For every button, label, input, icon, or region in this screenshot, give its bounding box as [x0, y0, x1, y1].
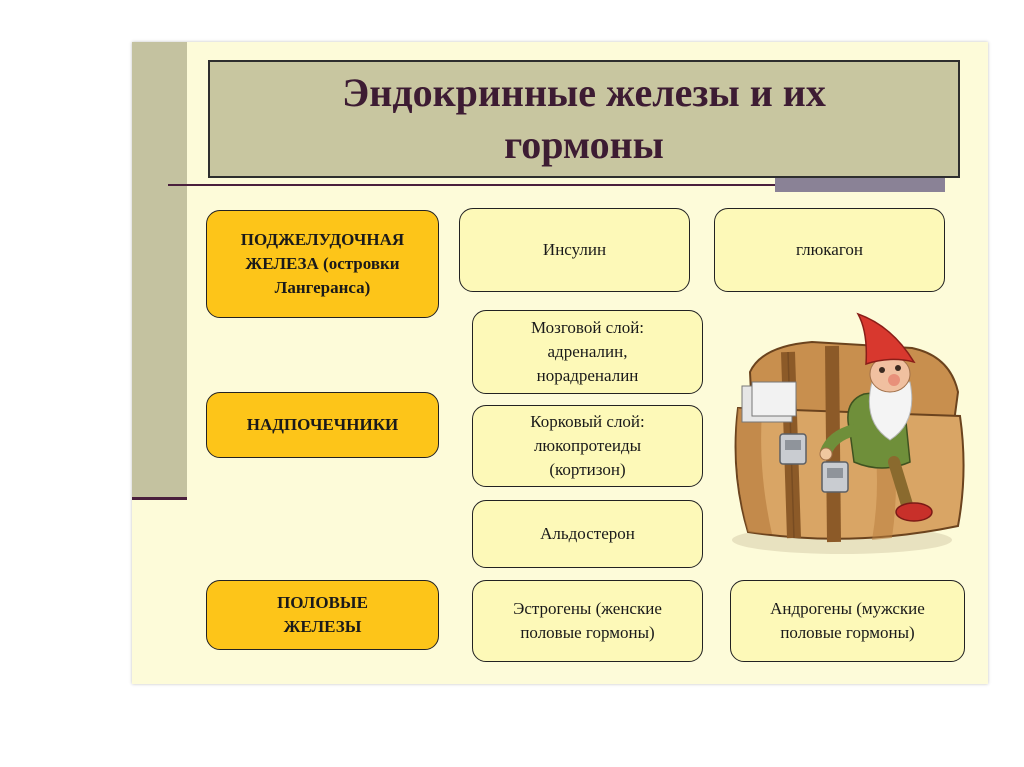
gland-pancreas-label: ПОДЖЕЛУДОЧНАЯ ЖЕЛЕЗА (островки Лангеранс…: [240, 230, 405, 297]
hormone-androgens-label: Андрогены (мужские половые гормоны): [770, 599, 925, 642]
hormone-medulla-label: Мозговой слой: адреналин, норадреналин: [530, 318, 645, 385]
hormone-aldosterone: Альдостерон: [472, 500, 703, 568]
left-accent-line: [132, 497, 187, 500]
gland-adrenal: НАДПОЧЕЧНИКИ: [206, 392, 439, 458]
hormone-aldosterone-label: Альдостерон: [540, 524, 635, 543]
gnome-in-suitcase-illustration: [732, 312, 965, 554]
hormone-insulin-label: Инсулин: [542, 240, 607, 259]
hormone-glucagon: глюкагон: [714, 208, 945, 292]
hormone-glucagon-label: глюкагон: [796, 240, 863, 259]
title-underline: [168, 184, 778, 186]
gland-adrenal-label: НАДПОЧЕЧНИКИ: [246, 415, 399, 434]
gland-gonads-label: ПОЛОВЫЕ ЖЕЛЕЗЫ: [277, 593, 368, 636]
left-accent-band: [132, 42, 187, 497]
gland-pancreas: ПОДЖЕЛУДОЧНАЯ ЖЕЛЕЗА (островки Лангеранс…: [206, 210, 439, 318]
hormone-estrogens: Эстрогены (женские половые гормоны): [472, 580, 703, 662]
gland-gonads: ПОЛОВЫЕ ЖЕЛЕЗЫ: [206, 580, 439, 650]
slide-title: Эндокринные железы и их гормоны: [342, 70, 826, 167]
hormone-estrogens-label: Эстрогены (женские половые гормоны): [513, 599, 662, 642]
title-shadow-bar: [775, 178, 945, 192]
hormone-medulla: Мозговой слой: адреналин, норадреналин: [472, 310, 703, 394]
title-box: Эндокринные железы и их гормоны: [208, 60, 960, 178]
hormone-insulin: Инсулин: [459, 208, 690, 292]
hormone-cortex: Корковый слой: люкопротеиды (кортизон): [472, 405, 703, 487]
hormone-cortex-label: Корковый слой: люкопротеиды (кортизон): [530, 412, 645, 479]
hormone-androgens: Андрогены (мужские половые гормоны): [730, 580, 965, 662]
slide: Эндокринные железы и их гормоны ПОДЖЕЛУД…: [132, 42, 988, 684]
